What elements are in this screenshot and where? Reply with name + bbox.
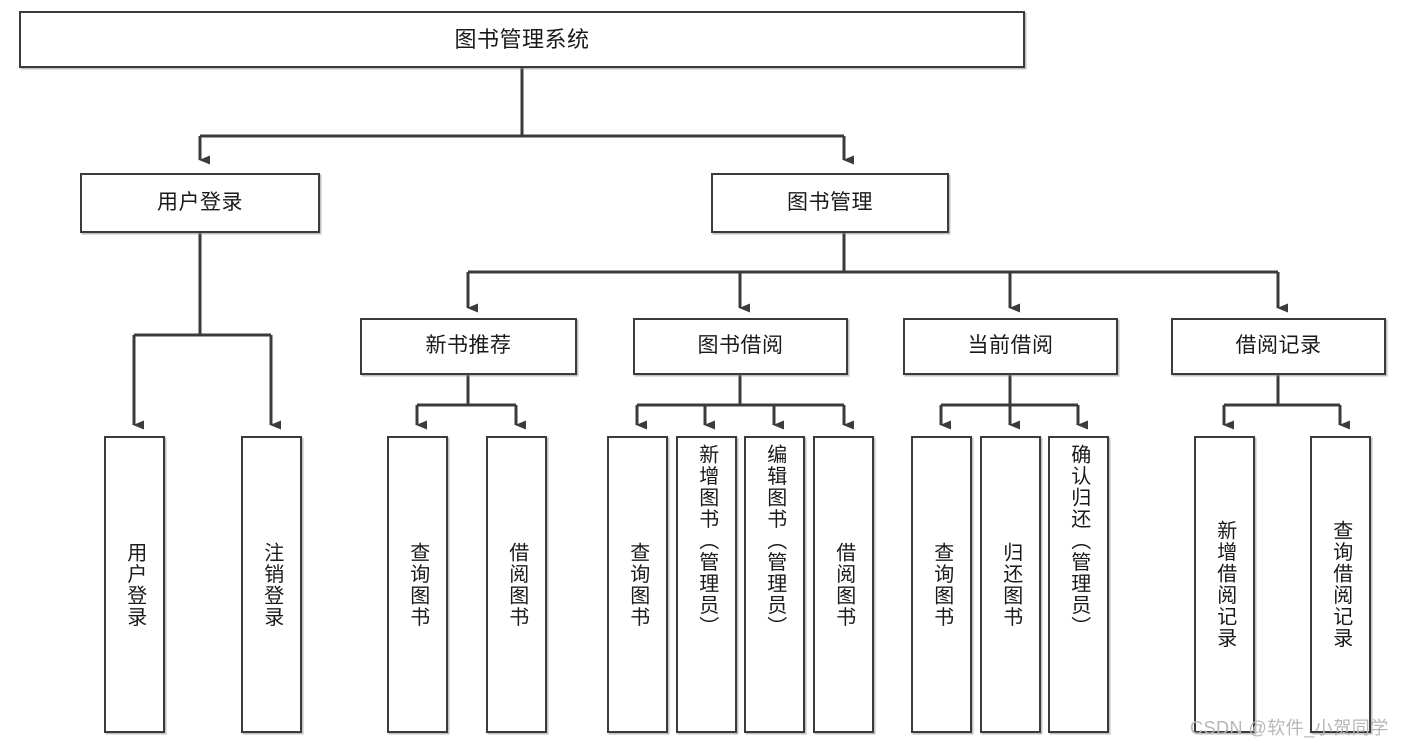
node-label: 查询图书 <box>626 541 649 628</box>
node-label: 借阅图书 <box>505 541 528 628</box>
node-label: 编辑图书（管理员） <box>763 444 786 638</box>
node-label: 查询图书 <box>406 541 429 628</box>
node-label: 图书管理 <box>787 190 873 214</box>
leaf-book-borrow-query-books[interactable]: 查询图书 <box>607 436 668 733</box>
leaf-book-borrow-borrow-books[interactable]: 借阅图书 <box>813 436 874 733</box>
leaf-current-borrow-return-books[interactable]: 归还图书 <box>980 436 1041 733</box>
node-label: 图书借阅 <box>697 334 784 358</box>
node-user-login[interactable]: 用户登录 <box>80 173 320 233</box>
node-label: 用户登录 <box>123 541 146 628</box>
csdn-watermark: CSDN @软件_小贺同学 <box>1190 718 1389 738</box>
node-root-book-management-system[interactable]: 图书管理系统 <box>19 11 1025 68</box>
leaf-book-borrow-add-book-admin[interactable]: 新增图书（管理员） <box>676 436 737 733</box>
node-current-borrowing[interactable]: 当前借阅 <box>903 318 1118 375</box>
leaf-current-borrow-confirm-return-admin[interactable]: 确认归还（管理员） <box>1048 436 1109 733</box>
node-book-management[interactable]: 图书管理 <box>711 173 949 233</box>
node-label: 新增借阅记录 <box>1213 520 1236 649</box>
node-label: 查询图书 <box>930 541 953 628</box>
leaf-new-book-borrow-books[interactable]: 借阅图书 <box>486 436 547 733</box>
leaf-borrow-record-add-record[interactable]: 新增借阅记录 <box>1194 436 1255 733</box>
node-label: 借阅记录 <box>1235 334 1322 358</box>
node-label: 注销登录 <box>260 541 283 628</box>
node-new-book-recommendation[interactable]: 新书推荐 <box>360 318 577 375</box>
node-label: 用户登录 <box>157 190 243 214</box>
leaf-borrow-record-query-record[interactable]: 查询借阅记录 <box>1310 436 1371 733</box>
node-label: 图书管理系统 <box>454 26 590 52</box>
leaf-new-book-query-books[interactable]: 查询图书 <box>387 436 448 733</box>
node-label: 查询借阅记录 <box>1329 520 1352 649</box>
node-label: 归还图书 <box>999 541 1022 628</box>
node-label: 当前借阅 <box>967 334 1054 358</box>
leaf-user-login-logout[interactable]: 注销登录 <box>241 436 302 733</box>
leaf-book-borrow-edit-book-admin[interactable]: 编辑图书（管理员） <box>744 436 805 733</box>
leaf-user-login-login[interactable]: 用户登录 <box>104 436 165 733</box>
node-label: 借阅图书 <box>832 541 855 628</box>
node-borrowing-record[interactable]: 借阅记录 <box>1171 318 1386 375</box>
node-label: 确认归还（管理员） <box>1067 444 1090 638</box>
node-label: 新书推荐 <box>425 334 512 358</box>
leaf-current-borrow-query-books[interactable]: 查询图书 <box>911 436 972 733</box>
node-book-borrowing[interactable]: 图书借阅 <box>633 318 848 375</box>
node-label: 新增图书（管理员） <box>695 444 718 638</box>
